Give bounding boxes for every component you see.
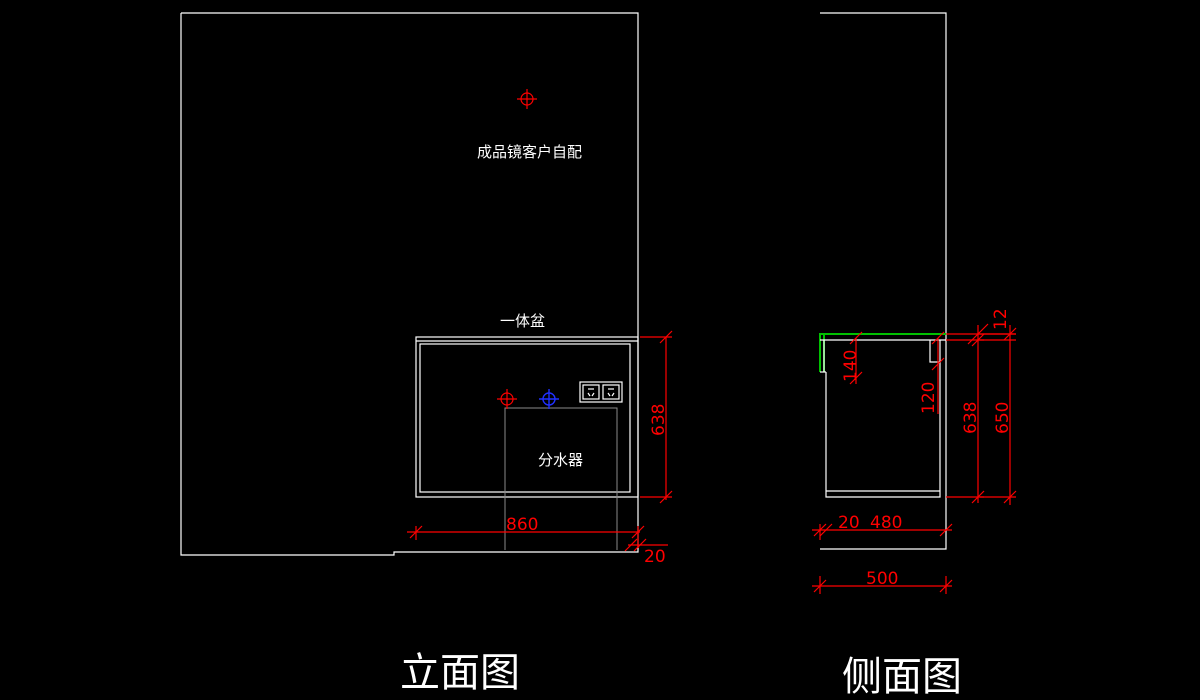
side-front-panel-dimension: 120 [919, 331, 945, 414]
dim-side-inner-depth: 480 [870, 513, 902, 533]
side-back-panel-dimension: 140 [841, 331, 863, 385]
crosshair-marker-icon [517, 89, 537, 109]
dim-side-top: 12 [991, 308, 1011, 330]
basin-label: 一体盆 [500, 312, 545, 330]
double-outlet-socket-icon [579, 381, 623, 403]
dim-side-gap: 20 [838, 513, 860, 533]
side-elevation: 140 120 638 650 [812, 12, 1017, 700]
dim-side-total-depth: 500 [866, 569, 898, 589]
diverter-label: 分水器 [538, 451, 583, 469]
front-height-dimension: 638 [640, 330, 673, 504]
crosshair-marker-icon [497, 389, 517, 409]
side-depth-dimension: 20 480 [812, 513, 953, 540]
mirror-label: 成品镜客户自配 [477, 143, 582, 161]
front-view-title: 立面图 [400, 650, 520, 696]
countertop-edge [819, 333, 946, 372]
dim-front-height: 638 [649, 404, 669, 436]
dim-front-offset: 20 [644, 547, 666, 567]
side-wall-outline [820, 12, 947, 550]
dim-side-inner-height: 638 [961, 402, 981, 434]
side-cabinet [819, 333, 946, 498]
dim-side-back: 140 [841, 350, 861, 382]
front-wall-outline [180, 12, 639, 556]
dim-front-width: 860 [506, 515, 538, 535]
front-cabinet-inner [419, 343, 631, 493]
front-offset-dimension: 20 [624, 538, 668, 567]
dim-side-total-height: 650 [993, 402, 1013, 434]
front-width-dimension: 860 [407, 515, 645, 548]
side-total-height-dimension: 650 [946, 325, 1017, 505]
diverter-box [504, 407, 618, 550]
front-elevation: 成品镜客户自配 一体盆 分水器 638 860 20 立面图 [180, 12, 673, 696]
side-inner-height-dimension: 638 [946, 325, 985, 504]
side-view-title: 侧面图 [842, 654, 962, 700]
crosshair-marker-icon [539, 389, 559, 409]
side-top-thickness-dimension: 12 [967, 308, 1016, 345]
front-cabinet-outer [415, 336, 639, 498]
dim-side-front: 120 [919, 382, 939, 414]
side-total-depth-dimension: 500 [812, 569, 953, 594]
